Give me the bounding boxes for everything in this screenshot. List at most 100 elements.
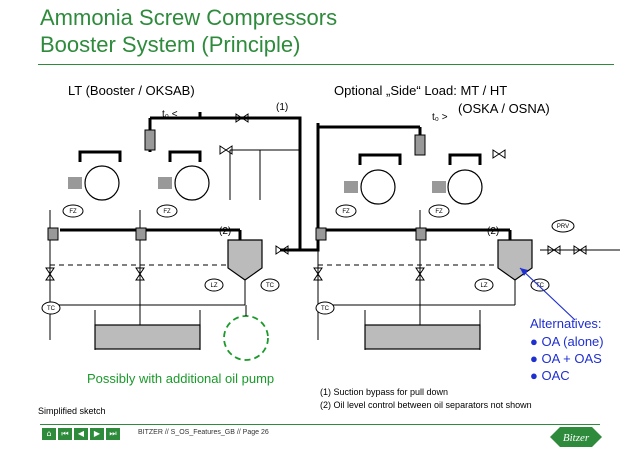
optional-oil-pump: [223, 315, 269, 361]
footnote-1: (1) Suction bypass for pull down: [320, 387, 449, 397]
compressor-motors: [68, 177, 446, 193]
alternatives-pointer-head: [520, 268, 528, 276]
logo-shape: [550, 427, 602, 447]
alternative-text: OA + OAS: [541, 351, 602, 366]
t0-lt-label: t₀ <: [162, 109, 178, 120]
lt-compressor-2: [174, 165, 210, 201]
valve-side-top: [492, 149, 506, 159]
t0-side-label: t₀ >: [432, 112, 448, 123]
lt-filter-2: [47, 227, 59, 241]
lt-separator-links: [229, 149, 300, 305]
lt-compressor-1: [84, 165, 120, 201]
side-compressor-1: [360, 169, 396, 205]
tc-tag-1: [41, 301, 61, 315]
footnote-2: (2) Oil level control between oil separa…: [320, 400, 532, 410]
previous-slide-button[interactable]: ◀: [74, 428, 88, 440]
marker-1: (1): [276, 102, 289, 113]
valve-lt-a: [45, 267, 55, 281]
alternative-item: ● OA (alone): [530, 334, 604, 349]
instrument-tag-labels: FZ FZ FZ FZ TC TC TC TC LZ LZ PRV: [47, 209, 569, 312]
tc-label-4: TC: [536, 283, 545, 289]
marker-2-right: (2): [487, 226, 500, 237]
home-button[interactable]: ⌂: [42, 428, 56, 440]
suction-filters: [47, 129, 427, 241]
side-suction-feed: [358, 153, 482, 165]
bitzer-logo: Bitzer: [550, 427, 602, 447]
tc-tag-3: [260, 278, 280, 292]
fz-label-4: FZ: [435, 209, 443, 215]
valve-side-out: [573, 245, 587, 255]
lt-filter: [144, 129, 156, 151]
prv-tag: [551, 219, 575, 233]
lt-filter-3: [135, 227, 147, 241]
fz-tag-4: [428, 204, 450, 218]
title-divider: [38, 64, 614, 65]
lz-tag-2: [474, 278, 494, 292]
lz-label-2: LZ: [480, 283, 487, 289]
tc-label-1: TC: [47, 306, 56, 312]
lt-suction-feed: [78, 150, 202, 162]
side-load-label: Optional „Side“ Load: MT / HT: [334, 83, 508, 98]
alternative-text: OA (alone): [541, 334, 604, 349]
valve-side-sep: [547, 245, 561, 255]
footer-divider: [40, 424, 600, 425]
tc-label-3: TC: [266, 283, 275, 289]
tc-label-2: TC: [321, 306, 330, 312]
oil-coolers: [94, 324, 481, 350]
oska-label: (OSKA / OSNA): [458, 101, 550, 116]
first-slide-button[interactable]: ⏮: [58, 428, 72, 440]
footer-text: BITZER // S_OS_Features_GB // Page 26: [138, 429, 269, 436]
fz-tag-2: [156, 204, 178, 218]
prv-label: PRV: [557, 224, 569, 230]
side-motor-2: [432, 181, 446, 193]
valve-lt-sep: [275, 245, 289, 255]
compressors: [84, 165, 483, 205]
fz-label-1: FZ: [69, 209, 77, 215]
lz-tag-1: [204, 278, 224, 292]
lt-motor-1: [68, 177, 82, 189]
valve-lt-b: [135, 267, 145, 281]
instrument-tags: [41, 204, 575, 315]
valve-lt-top: [219, 145, 233, 155]
next-slide-button[interactable]: ▶: [90, 428, 104, 440]
valve-side-a: [313, 267, 323, 281]
lt-oil-separator: [227, 239, 263, 281]
slide-navigation: ⌂ ⏮ ◀ ▶ ⏭: [42, 428, 120, 440]
side-filter-3: [415, 227, 427, 241]
side-filter: [414, 134, 426, 156]
valve-bypass: [235, 113, 249, 123]
alternatives-pointer: [519, 267, 576, 321]
valve-side-b: [415, 267, 425, 281]
valves: [45, 113, 587, 281]
lt-oil-lines: [49, 210, 245, 350]
side-filter-2: [315, 227, 327, 241]
lt-motor-2: [158, 177, 172, 189]
fz-tag-1: [62, 204, 84, 218]
oil-pump-note: Possibly with additional oil pump: [87, 371, 275, 386]
alternative-item: ● OAC: [530, 368, 570, 383]
marker-2-left: (2): [219, 226, 232, 237]
title-line-2: Booster System (Principle): [40, 32, 301, 57]
side-oil-lines: [317, 210, 515, 350]
side-suction-line: [316, 123, 420, 129]
lz-label-1: LZ: [210, 283, 217, 289]
fz-label-3: FZ: [342, 209, 350, 215]
fz-tag-3: [335, 204, 357, 218]
title-line-1: Ammonia Screw Compressors: [40, 5, 338, 30]
alternative-text: OAC: [541, 368, 570, 383]
side-compressor-2: [447, 169, 483, 205]
last-slide-button[interactable]: ⏭: [106, 428, 120, 440]
page-title: Ammonia Screw Compressors Booster System…: [40, 4, 337, 58]
simplified-sketch-label: Simplified sketch: [38, 406, 106, 416]
tc-tag-2: [315, 301, 335, 315]
lt-booster-label: LT (Booster / OKSAB): [68, 83, 195, 98]
oil-separators: [227, 239, 533, 281]
fz-label-2: FZ: [163, 209, 171, 215]
side-oil-cooler: [364, 324, 481, 350]
lt-oil-cooler: [94, 324, 201, 350]
alternative-item: ● OA + OAS: [530, 351, 602, 366]
alternatives-heading: Alternatives:: [530, 316, 602, 331]
logo-text: Bitzer: [563, 432, 590, 444]
side-motor-1: [344, 181, 358, 193]
